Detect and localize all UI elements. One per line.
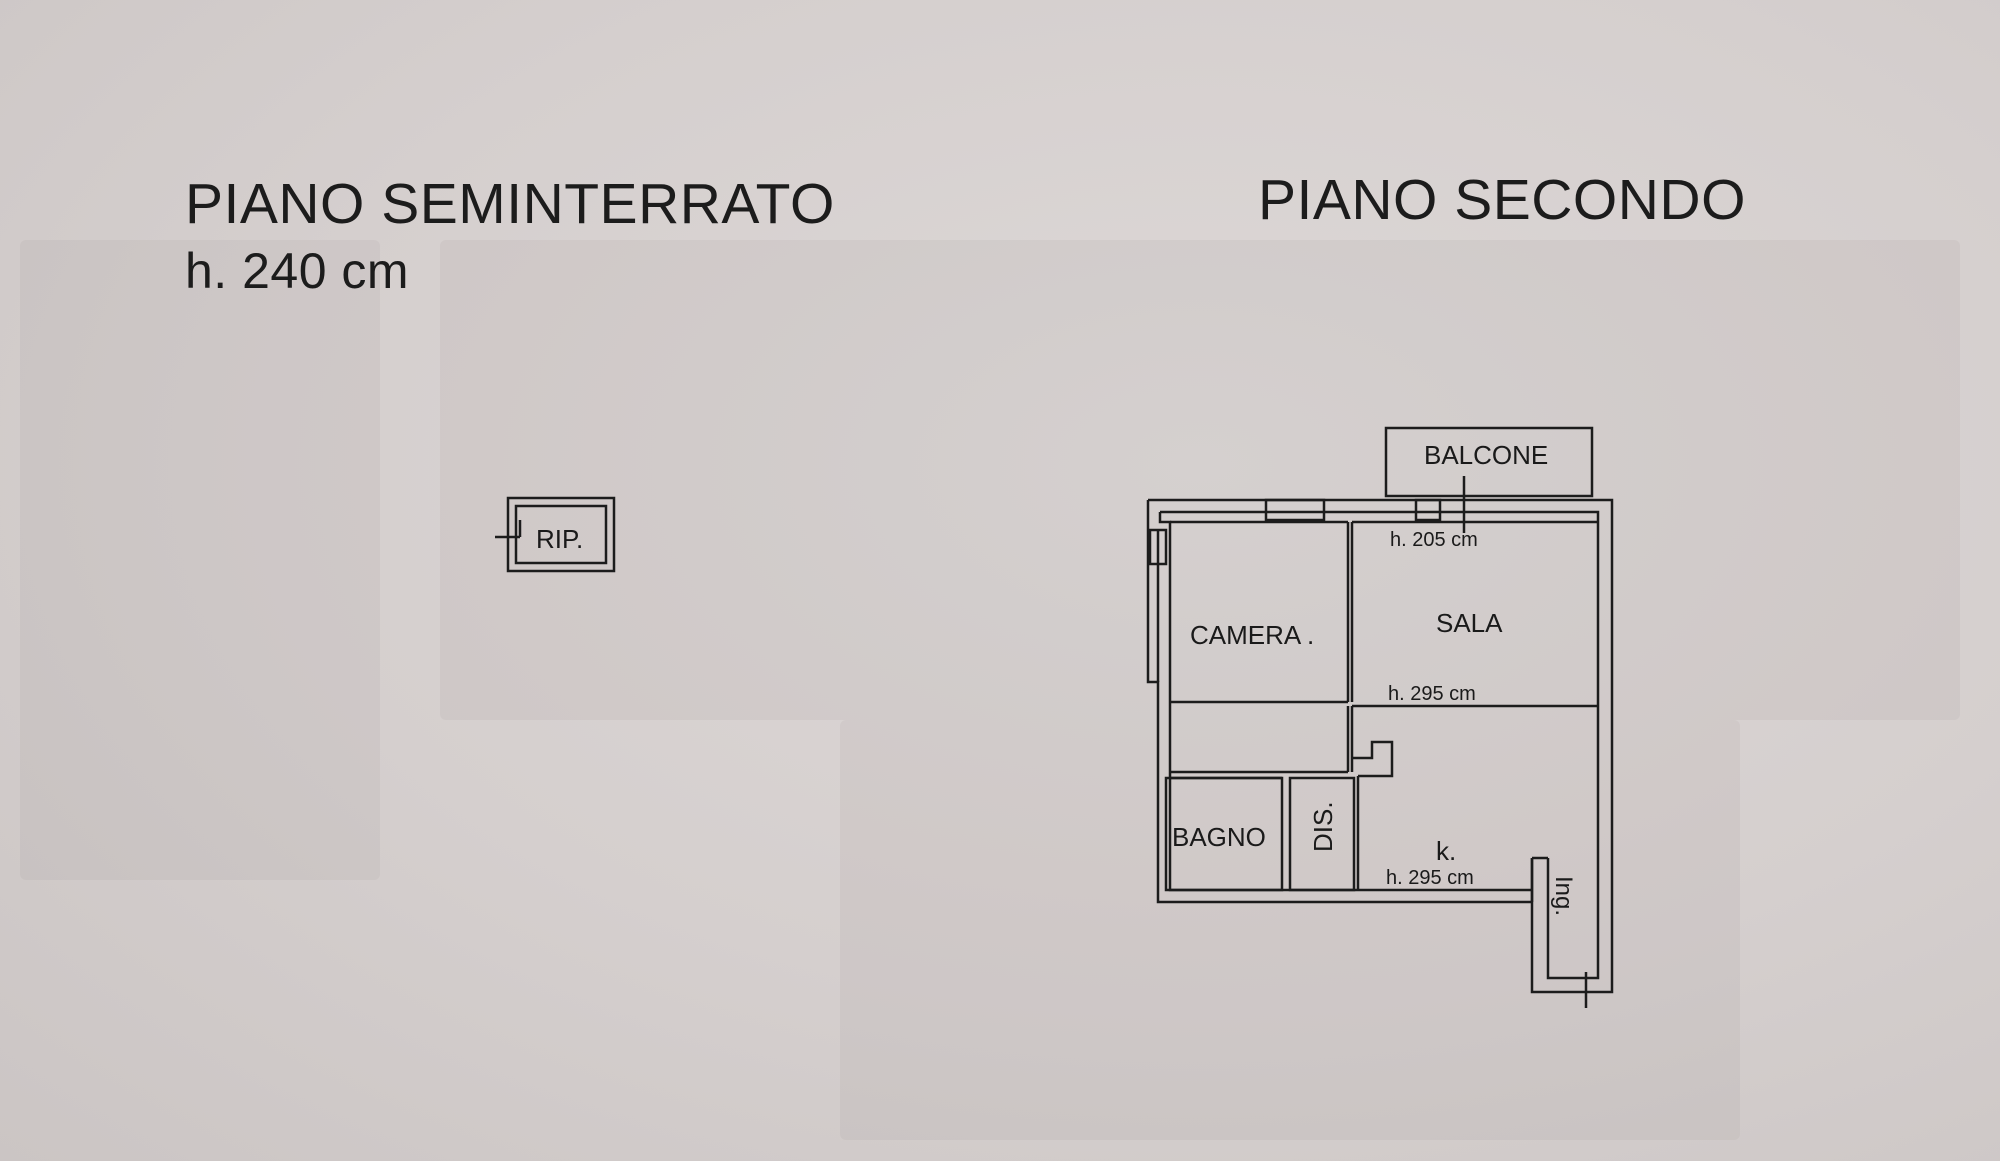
internal-walls: [1164, 520, 1598, 892]
living-room-label: SALA: [1436, 608, 1503, 638]
basement-title: PIANO SEMINTERRATO: [185, 172, 835, 236]
entrance-label: Ing.: [1550, 876, 1577, 916]
bathroom-label: BAGNO: [1172, 822, 1266, 852]
balcony-height-label: h. 205 cm: [1390, 529, 1478, 551]
living-room-height-label: h. 295 cm: [1388, 683, 1476, 705]
second-floor-title: PIANO SECONDO: [1258, 168, 1746, 232]
show-through-block: [20, 240, 380, 880]
bedroom-label: CAMERA .: [1190, 620, 1314, 650]
closet-label: DIS.: [1308, 801, 1338, 852]
show-through-block: [440, 240, 1960, 720]
basement-height-label: h. 240 cm: [185, 243, 410, 299]
kitchen-label: k.: [1436, 836, 1456, 866]
balcony-label: BALCONE: [1424, 440, 1548, 470]
storage-room: [495, 496, 616, 573]
balcony: [1384, 426, 1594, 533]
storage-room-label: RIP.: [536, 524, 583, 554]
kitchen-height-label: h. 295 cm: [1386, 867, 1474, 889]
apartment-outer-walls: [1146, 498, 1614, 1008]
